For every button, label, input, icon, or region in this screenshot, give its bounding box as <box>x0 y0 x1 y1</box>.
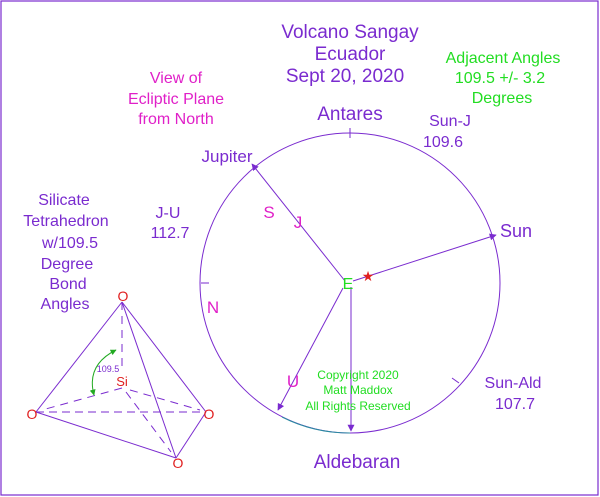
earth-marker: E <box>343 276 354 293</box>
view-note-line-2: Ecliptic Plane <box>128 91 224 108</box>
uranus-marker: U <box>287 372 299 391</box>
sun-arrow <box>352 233 497 282</box>
silicate-line-3: w/109.5 <box>41 235 98 252</box>
saturn-marker: S <box>263 203 274 222</box>
silicate-line-1: Silicate <box>38 192 90 209</box>
oxygen-bottom: O <box>173 455 184 471</box>
antares-label: Antares <box>317 104 382 125</box>
aldebaran-label: Aldebaran <box>314 452 401 473</box>
copyright-line-2: Matt Maddox <box>323 383 392 397</box>
copyright-line-3: All Rights Reserved <box>305 399 410 413</box>
view-note-line-1: View of <box>150 70 203 87</box>
neptune-marker: N <box>207 298 219 317</box>
sun-ald-tick <box>451 377 460 384</box>
adjacent-angles-line-1: Adjacent Angles <box>446 50 561 67</box>
title-line-3: Sept 20, 2020 <box>286 66 404 87</box>
oxygen-left: O <box>27 406 38 422</box>
silicate-line-5: Bond <box>49 276 86 293</box>
view-note-line-3: from North <box>138 111 214 128</box>
adjacent-angles-line-2: 109.5 +/- 3.2 <box>455 70 545 87</box>
uranus-arrow <box>277 287 344 411</box>
sangay-star-icon: ★ <box>362 268 375 284</box>
j-u-label: J-U <box>156 205 181 222</box>
sun-label: Sun <box>500 221 532 241</box>
silicate-line-6: Angles <box>41 296 90 313</box>
sun-ald-label: Sun-Ald <box>485 375 542 392</box>
jupiter-arrow <box>251 163 346 282</box>
sun-j-label: Sun-J <box>429 113 471 130</box>
bond-angle-value: 109.5 <box>97 364 120 374</box>
jupiter-marker: J <box>294 213 303 232</box>
jupiter-label: Jupiter <box>201 147 252 166</box>
oxygen-right: O <box>204 406 215 422</box>
silicate-line-4: Degree <box>41 256 94 273</box>
aldebaran-arc <box>281 416 351 434</box>
bond-angle-arc <box>89 349 117 396</box>
sun-j-value: 109.6 <box>423 134 463 151</box>
title-line-1: Volcano Sangay <box>281 22 419 43</box>
silicon-atom: Si <box>116 374 128 389</box>
title-line-2: Ecuador <box>315 44 386 65</box>
silicate-line-2: Tetrahedron <box>23 213 108 230</box>
j-u-value: 112.7 <box>151 225 190 242</box>
copyright-line-1: Copyright 2020 <box>317 368 399 382</box>
oxygen-top: O <box>118 288 129 304</box>
sun-ald-value: 107.7 <box>495 396 535 413</box>
adjacent-angles-line-3: Degrees <box>472 90 532 107</box>
silicate-tetrahedron <box>35 301 207 459</box>
